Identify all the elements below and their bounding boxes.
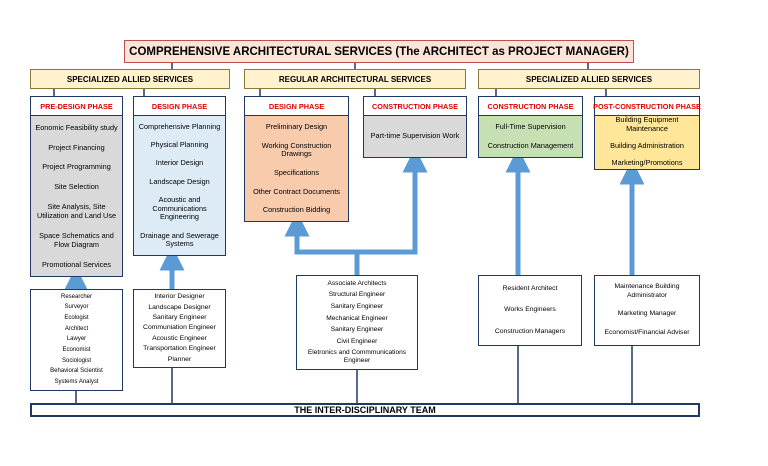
construction-allied-phase-box: CONSTRUCTION PHASE Full-Time Supervision… — [478, 96, 583, 158]
team-member: Associate Architects — [327, 279, 387, 287]
team-member: Planner — [167, 355, 192, 363]
team-member: Communiation Engineer — [143, 324, 216, 332]
phase-item: Full-Time Supervision — [495, 122, 566, 132]
team-member: Mechanical Engineer — [326, 314, 388, 322]
team-bar-lines — [75, 346, 633, 403]
phase-item: Drainage and Sewerage Systems — [140, 230, 219, 249]
predesign-team-box: Researcher Surveyor Ecologist Architect … — [30, 289, 123, 391]
team-member: Sanitary Engineer — [330, 302, 384, 310]
team-member: Surveyor — [64, 304, 89, 311]
team-member: Architect — [64, 325, 89, 332]
team-member: Structural Engineer — [328, 291, 386, 299]
team-member: Interior Designer — [154, 293, 205, 301]
postconstruction-phase-header: POST-CONSTRUCTION PHASE — [593, 97, 701, 116]
phase-item: Construction Management — [487, 141, 574, 151]
phase-item: Landscape Design — [149, 176, 210, 186]
design-team-box: Interior Designer Landscape Designer San… — [133, 289, 226, 368]
phase-item: Working Construction Drawings — [261, 140, 332, 159]
team-member: Researcher — [60, 293, 92, 300]
team-member: Transportation Engineer — [143, 345, 216, 353]
phase-item: Project Programming — [42, 162, 111, 172]
phase-item: Interior Design — [155, 158, 204, 168]
construction-team-box: Resident Architect Works Engineers Const… — [478, 275, 582, 346]
phase-item: Comprehensive Planning — [138, 121, 221, 131]
team-member: Resident Architect — [502, 284, 558, 292]
team-member: Civil Engineer — [336, 337, 378, 345]
team-member: Ecologist — [64, 315, 89, 322]
phase-item: Physical Planning — [150, 140, 209, 150]
phase-item: Building Equipment Maintenance — [615, 115, 679, 133]
phase-item: Building Administration — [610, 141, 684, 150]
postconstruction-phase-box: POST-CONSTRUCTION PHASE Building Equipme… — [593, 96, 701, 170]
team-member: Marketing Manager — [617, 310, 677, 318]
postconstruction-team-box: Maintenance Building Administrator Marke… — [594, 275, 700, 346]
group-specialized-allied-left: SPECIALIZED ALLIED SERVICES — [30, 69, 230, 89]
team-member: Eletronics and Commmunications Engineer — [307, 349, 407, 365]
predesign-phase-header: PRE-DESIGN PHASE — [31, 97, 122, 116]
team-member: Landscape Designer — [148, 303, 211, 311]
group-regular-architectural: REGULAR ARCHITECTURAL SERVICES — [244, 69, 466, 89]
design-allied-phase-box: DESIGN PHASE Comprehensive Planning Phys… — [133, 96, 226, 256]
phase-item: Acoustic and Communications Engineering — [152, 194, 207, 222]
diagram-title: COMPREHENSIVE ARCHITECTURAL SERVICES (Th… — [124, 40, 634, 63]
design-regular-phase-header: DESIGN PHASE — [245, 97, 348, 116]
design-allied-phase-header: DESIGN PHASE — [134, 97, 225, 116]
phase-item: Eonomic Feasibility study — [35, 122, 118, 132]
phase-item: Site Selection — [54, 182, 99, 192]
phase-item: Space Schematics and Flow Diagram — [39, 230, 114, 249]
arrow-lines — [63, 147, 645, 292]
team-member: Economist/Financial Adviser — [604, 329, 690, 337]
construction-regular-phase-box: CONSTRUCTION PHASE Part-time Supervision… — [363, 96, 467, 158]
construction-allied-phase-header: CONSTRUCTION PHASE — [479, 97, 582, 116]
team-member: Maintenance Building Administrator — [614, 283, 680, 299]
group-phase-lines — [53, 88, 607, 96]
group-specialized-allied-right: SPECIALIZED ALLIED SERVICES — [478, 69, 700, 89]
interdisciplinary-team-bar: THE INTER-DISCIPLINARY TEAM — [30, 403, 700, 417]
team-member: Acoustic Engineer — [152, 334, 207, 342]
title-group-lines — [171, 63, 589, 69]
team-member: Construction Managers — [494, 328, 566, 336]
phase-item: Marketing/Promotions — [611, 158, 683, 168]
predesign-phase-box: PRE-DESIGN PHASE Eonomic Feasibility stu… — [30, 96, 123, 277]
regular-team-box: Associate Architects Structural Engineer… — [296, 275, 418, 370]
team-member: Lawyer — [66, 336, 87, 343]
phase-item: Other Contract Documents — [253, 186, 340, 196]
team-member: Behavioral Scientist — [50, 368, 103, 375]
phase-item: Project Financing — [48, 142, 105, 152]
phase-item: Part-time Supervision Work — [370, 130, 460, 140]
team-member: Sociologist — [61, 357, 91, 364]
team-member: Sanitary Engineer — [330, 326, 384, 334]
phase-item: Preliminary Design — [265, 121, 328, 131]
phase-item: Promotional Services — [42, 259, 111, 269]
team-member: Sanitary Engineer — [152, 313, 207, 321]
phase-item: Site Analysis, Site Utilization and Land… — [36, 202, 117, 221]
construction-regular-phase-header: CONSTRUCTION PHASE — [364, 97, 466, 116]
design-regular-phase-box: DESIGN PHASE Preliminary Design Working … — [244, 96, 349, 222]
phase-item: Construction Bidding — [262, 205, 331, 215]
phase-item: Specifications — [273, 167, 320, 177]
team-member: Works Engineers — [504, 306, 556, 314]
team-member: Economist — [62, 347, 91, 354]
team-member: Systems Analyst — [54, 378, 99, 385]
